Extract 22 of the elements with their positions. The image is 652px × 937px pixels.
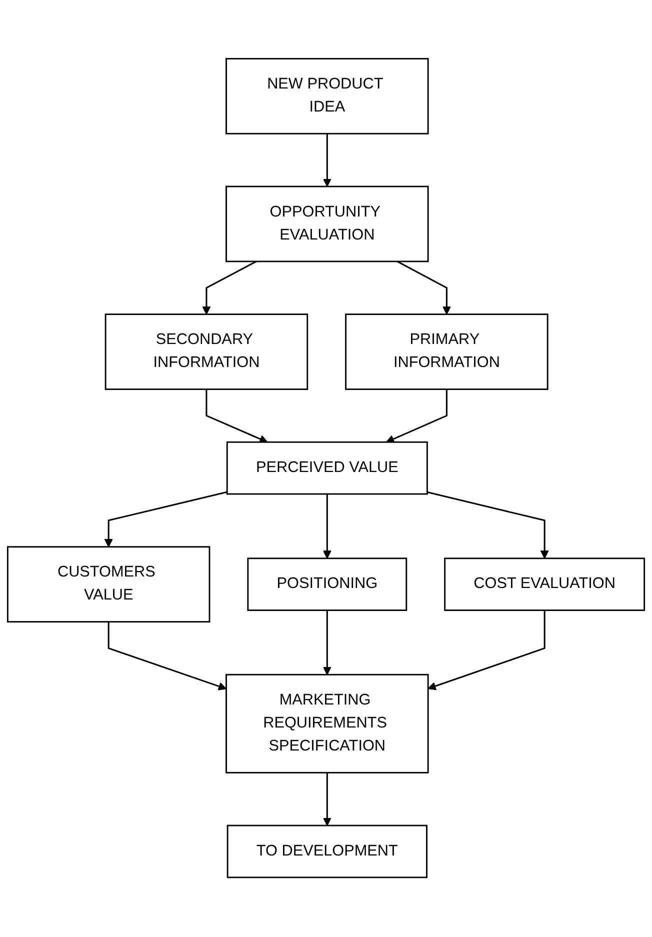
arrow xyxy=(322,134,332,188)
arrow xyxy=(202,261,257,316)
arrow xyxy=(108,622,227,691)
node-box: TO DEVELOPMENT xyxy=(226,825,428,879)
node-box: NEW PRODUCT IDEA xyxy=(226,58,429,135)
node-box: PERCEIVED VALUE xyxy=(226,442,428,496)
arrow xyxy=(322,773,332,826)
node-box: CUSTOMERS VALUE xyxy=(6,546,210,623)
node-box: OPPORTUNITY EVALUATION xyxy=(226,186,429,263)
arrow xyxy=(104,492,228,548)
arrow xyxy=(428,610,546,691)
arrow xyxy=(396,261,451,316)
node-box: COST EVALUATION xyxy=(444,558,646,612)
node-box: POSITIONING xyxy=(247,558,408,612)
arrow xyxy=(206,390,268,444)
arrow xyxy=(322,610,332,676)
node-box: MARKETING REQUIREMENTS SPECIFICATION xyxy=(226,674,429,774)
arrow xyxy=(386,390,448,444)
node-box: PRIMARY INFORMATION xyxy=(345,314,548,390)
arrow xyxy=(427,492,549,560)
node-box: SECONDARY INFORMATION xyxy=(104,314,308,390)
arrow xyxy=(322,494,332,560)
